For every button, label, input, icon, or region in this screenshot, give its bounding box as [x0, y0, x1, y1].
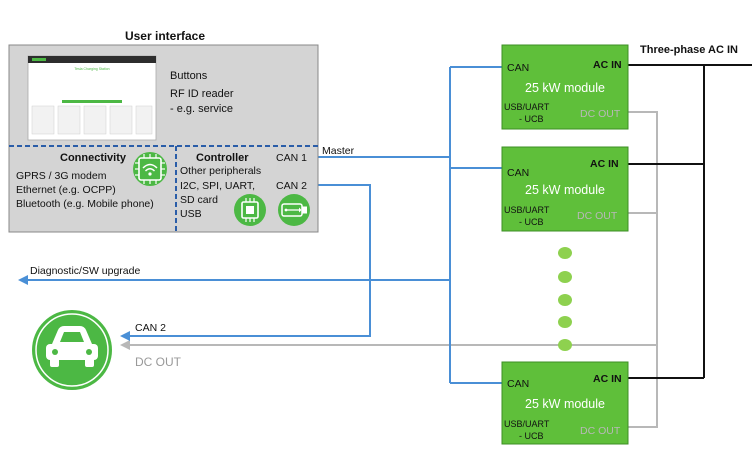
- module-can-label: CAN: [507, 62, 529, 74]
- dc-out-arrowhead: [120, 340, 130, 350]
- car-icon: [32, 310, 112, 390]
- module-can-label: CAN: [507, 378, 529, 390]
- connectivity-title: Connectivity: [60, 152, 127, 164]
- module-2: CAN AC IN 25 kW module USB/UART - UCB DC…: [501, 146, 629, 232]
- ui-screen-logo: [32, 58, 46, 61]
- module-box: [501, 361, 629, 445]
- controller-title: Controller: [196, 152, 249, 164]
- chip-icon: [234, 194, 266, 226]
- ellipsis-dot: [558, 294, 572, 306]
- ellipsis-dot: [558, 339, 572, 351]
- usb-icon: [278, 194, 310, 226]
- ui-screen-card: [83, 105, 107, 135]
- controller-line-usb: USB: [180, 208, 202, 220]
- three-phase-label: Three-phase AC IN: [640, 44, 738, 56]
- dc-out-label: DC OUT: [135, 355, 182, 369]
- ellipsis-dot: [558, 316, 572, 328]
- module-usb-label: USB/UART: [504, 102, 550, 112]
- dc-out-trunk: [628, 111, 658, 428]
- module-ucb-label: - UCB: [519, 217, 544, 227]
- connectivity-line-bluetooth: Bluetooth (e.g. Mobile phone): [16, 198, 154, 210]
- controller-can2-label: CAN 2: [276, 180, 307, 192]
- ui-screen-topbar: [28, 56, 156, 63]
- controller-can1-label: CAN 1: [276, 152, 307, 164]
- can2-line: [128, 184, 371, 337]
- ui-screen-card: [57, 105, 81, 135]
- ui-screen-card: [109, 105, 133, 135]
- user-interface-title: User interface: [125, 29, 205, 43]
- module-can-label: CAN: [507, 167, 529, 179]
- controller-line-peripherals: Other peripherals: [180, 165, 261, 177]
- connectivity-line-ethernet: Ethernet (e.g. OCPP): [16, 184, 116, 196]
- module-dc-out-label: DC OUT: [580, 425, 621, 437]
- module-name: 25 kW module: [525, 183, 605, 197]
- ui-screen-thumbnail: Tesla Charging Station: [27, 55, 157, 141]
- module-3: CAN AC IN 25 kW module USB/UART - UCB DC…: [501, 361, 629, 445]
- module-usb-label: USB/UART: [504, 419, 550, 429]
- ui-rfid-label: RF ID reader: [170, 88, 234, 100]
- controller-line-sdcard: SD card: [180, 194, 218, 206]
- module-1: CAN AC IN 25 kW module USB/UART - UCB DC…: [501, 44, 629, 130]
- ellipsis-dot: [558, 247, 572, 259]
- ui-buttons-label: Buttons: [170, 70, 208, 82]
- ui-screen-card: [31, 105, 55, 135]
- wifi-chip-icon: [133, 152, 167, 186]
- module-box: [501, 44, 629, 130]
- module-dc-out-label: DC OUT: [580, 108, 621, 120]
- can2-output-label: CAN 2: [135, 322, 166, 334]
- module-name: 25 kW module: [525, 397, 605, 411]
- ac-in-wiring: [628, 64, 752, 379]
- ui-screen-card: [135, 105, 153, 135]
- can2-arrowhead: [120, 331, 130, 341]
- module-ucb-label: - UCB: [519, 431, 544, 441]
- module-ucb-label: - UCB: [519, 114, 544, 124]
- module-usb-label: USB/UART: [504, 205, 550, 215]
- ui-screen-header: Tesla Charging Station: [74, 67, 109, 71]
- module-name: 25 kW module: [525, 81, 605, 95]
- can-wiring: [26, 66, 502, 384]
- diagnostic-label: Diagnostic/SW upgrade: [30, 265, 140, 277]
- module-ac-in-label: AC IN: [590, 158, 619, 170]
- module-box: [501, 146, 629, 232]
- ui-screen-progress: [62, 100, 122, 103]
- controller-line-i2c: I2C, SPI, UART,: [180, 180, 255, 192]
- diagnostic-arrowhead: [18, 275, 28, 285]
- module-ac-in-label: AC IN: [593, 59, 622, 71]
- connectivity-line-gprs: GPRS / 3G modem: [16, 170, 107, 182]
- more-modules-ellipsis: [558, 247, 572, 351]
- module-dc-out-label: DC OUT: [577, 210, 618, 222]
- master-label: Master: [322, 145, 355, 157]
- ui-rfid-sublabel: - e.g. service: [170, 103, 233, 115]
- module-ac-in-label: AC IN: [593, 373, 622, 385]
- ellipsis-dot: [558, 271, 572, 283]
